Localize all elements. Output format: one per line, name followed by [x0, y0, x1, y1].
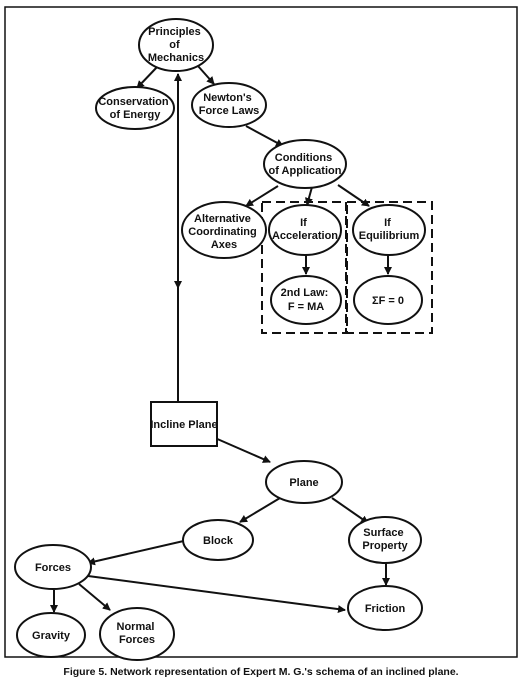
- label-incline-plane: Incline Plane: [150, 419, 217, 431]
- acceleration-group-box: [261, 201, 347, 334]
- node-conservation-of-energy: [95, 86, 175, 130]
- edge-principles-to-newton: [197, 65, 215, 85]
- edge-forces-to-normal: [78, 583, 111, 611]
- node-sum-f-zero: [353, 275, 423, 325]
- node-second-law: [270, 275, 342, 325]
- label-conditions-of-application: Conditions of Application: [269, 152, 342, 177]
- label-block: Block: [203, 535, 234, 547]
- edge-plane-to-block: [239, 497, 281, 523]
- label-newtons-force-laws: Newton's Force Laws: [199, 92, 260, 117]
- node-forces: [14, 544, 92, 590]
- node-principles-of-mechanics: [138, 18, 214, 72]
- node-alternative-coordinating-axes: [181, 201, 267, 259]
- node-if-acceleration: [268, 204, 342, 256]
- label-conservation-of-energy: Conservation of Energy: [98, 96, 171, 121]
- label-plane: Plane: [289, 477, 318, 489]
- edge-principles-to-conservation: [136, 65, 159, 89]
- label-forces: Forces: [35, 562, 71, 574]
- edge-conditions-to-alternative: [245, 185, 279, 207]
- edge-forces-to-friction: [87, 575, 346, 614]
- edge-conditions-to-acceleration: [305, 186, 313, 206]
- label-principles-of-mechanics: Principles of Mechanics: [148, 26, 204, 64]
- node-plane: [265, 460, 343, 504]
- label-if-equilibrium: If Equilibrium: [359, 217, 420, 242]
- label-alternative-coordinating-axes: Alternative Coordinating Axes: [188, 213, 260, 251]
- edge-conditions-to-equilibrium: [337, 184, 370, 207]
- label-if-acceleration: If Acceleration: [272, 217, 338, 242]
- label-gravity: Gravity: [32, 630, 71, 642]
- node-friction: [347, 585, 423, 631]
- figure-caption: Figure 5. Network representation of Expe…: [63, 666, 459, 678]
- edge-block-to-forces: [87, 539, 189, 566]
- node-newtons-force-laws: [191, 82, 267, 128]
- edge-plane-to-surface: [331, 497, 369, 524]
- node-surface-property: [348, 516, 422, 564]
- label-sum-f-zero: ΣF = 0: [372, 295, 404, 307]
- label-friction: Friction: [365, 603, 406, 615]
- edge-newton-to-conditions: [245, 125, 284, 147]
- node-conditions-of-application: [263, 139, 347, 189]
- label-normal-forces: Normal Forces: [117, 621, 158, 646]
- node-gravity: [16, 612, 86, 658]
- figure-frame: [4, 6, 518, 658]
- node-incline-plane: [150, 401, 218, 447]
- node-if-equilibrium: [352, 204, 426, 256]
- node-block: [182, 519, 254, 561]
- label-surface-property: Surface Property: [362, 527, 408, 552]
- node-normal-forces: [99, 607, 175, 661]
- label-second-law: 2nd Law: F = MA: [281, 287, 332, 313]
- equilibrium-group-box: [346, 201, 433, 334]
